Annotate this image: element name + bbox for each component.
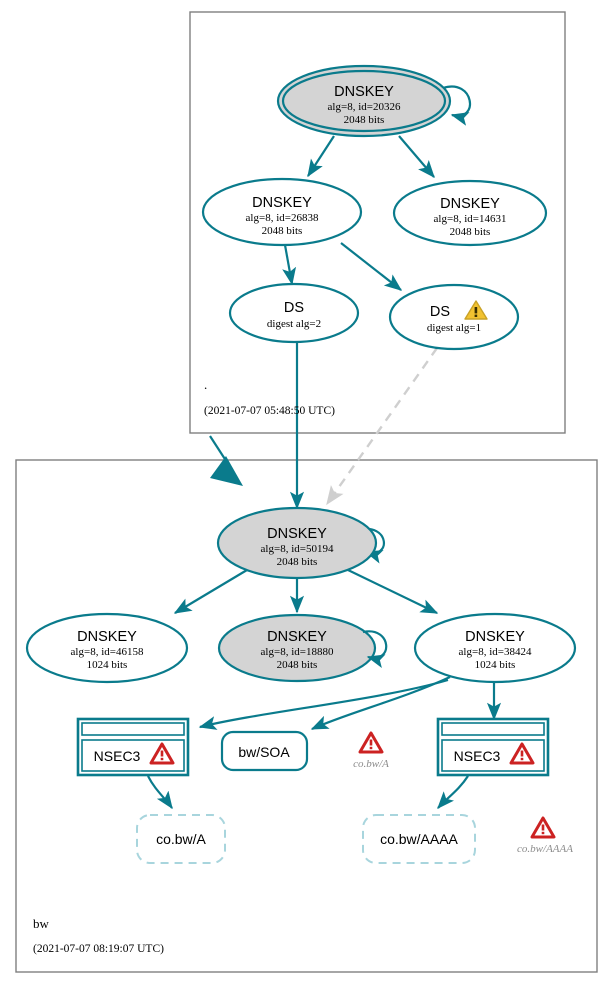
node-bw-key-18880-bits: 2048 bits bbox=[277, 659, 318, 671]
node-root-ksk-20326[interactable]: DNSKEY alg=8, id=20326 2048 bits bbox=[276, 64, 452, 138]
node-bw-key-18880-ellipse bbox=[217, 613, 377, 683]
edge-root-ksk-to-26838 bbox=[307, 135, 335, 178]
node-bw-soa[interactable]: bw/SOA bbox=[220, 730, 309, 772]
edge-26838-to-ds-alg1 bbox=[340, 242, 403, 291]
zone-label-root-timestamp: (2021-07-07 05:48:50 UTC) bbox=[204, 405, 335, 417]
node-bw-key-38424-ellipse bbox=[413, 612, 577, 684]
node-nsec3-left[interactable]: NSEC3 bbox=[76, 717, 190, 777]
zone-label-bw-name: bw bbox=[33, 916, 50, 931]
node-cobw-a-box bbox=[136, 814, 226, 864]
node-cobw-aaaa-box bbox=[362, 814, 476, 864]
edge-bw-key-18880-selfsign bbox=[362, 630, 388, 669]
edge-bw-ksk-to-38424 bbox=[347, 569, 439, 614]
edge-nsec3-left-to-cobw-a bbox=[147, 775, 173, 810]
node-bw-key-38424-bits: 1024 bits bbox=[475, 659, 516, 671]
edge-ds-alg1-to-bw-ksk-insecure bbox=[326, 347, 438, 506]
node-ds-alg2-title: DS bbox=[284, 300, 304, 316]
node-root-zsk-26838-ellipse bbox=[201, 177, 363, 247]
edge-root-ksk-selfsign bbox=[442, 85, 472, 126]
error-marker-cobw-a: co.bw/A bbox=[353, 731, 389, 770]
edge-root-ksk-to-14631 bbox=[398, 135, 435, 179]
node-bw-key-46158[interactable]: DNSKEY alg=8, id=46158 1024 bits bbox=[25, 612, 189, 684]
node-root-zsk-14631-title: DNSKEY bbox=[440, 196, 500, 212]
edge-26838-to-ds-alg2 bbox=[282, 244, 297, 286]
zone-label-bw-timestamp: (2021-07-07 08:19:07 UTC) bbox=[33, 943, 164, 955]
zone-label-root-name: . bbox=[204, 377, 207, 392]
node-root-ksk-inner-ellipse bbox=[281, 69, 447, 133]
node-cobw-aaaa[interactable]: co.bw/AAAA bbox=[362, 814, 476, 864]
node-bw-soa-box bbox=[220, 730, 309, 772]
node-bw-soa-title: bw/SOA bbox=[238, 744, 290, 760]
node-root-zsk-26838-alg: alg=8, id=26838 bbox=[246, 212, 319, 224]
node-bw-key-18880[interactable]: DNSKEY alg=8, id=18880 2048 bits bbox=[217, 613, 377, 683]
warning-triangle-icon bbox=[464, 300, 488, 320]
node-root-zsk-14631-ellipse bbox=[392, 179, 548, 247]
node-root-ksk-bits: 2048 bits bbox=[344, 114, 385, 126]
node-ds-alg1-digest: digest alg=1 bbox=[427, 322, 481, 334]
node-ds-alg2-ellipse bbox=[228, 282, 360, 344]
edge-nsec3-right-to-cobw-aaaa bbox=[437, 775, 469, 809]
node-root-ksk-title: DNSKEY bbox=[334, 84, 394, 100]
node-bw-key-46158-title: DNSKEY bbox=[77, 629, 137, 645]
edge-bw-ksk-to-46158 bbox=[173, 569, 248, 614]
node-cobw-a[interactable]: co.bw/A bbox=[136, 814, 226, 864]
node-nsec3-right[interactable]: NSEC3 bbox=[436, 717, 550, 777]
node-bw-key-18880-title: DNSKEY bbox=[267, 629, 327, 645]
node-bw-key-46158-ellipse bbox=[25, 612, 189, 684]
node-ds-alg1-title: DS bbox=[430, 304, 450, 320]
edge-38424-to-bw-soa bbox=[310, 676, 451, 731]
node-bw-ksk-50194[interactable]: DNSKEY alg=8, id=50194 2048 bits bbox=[216, 506, 378, 580]
node-cobw-aaaa-title: co.bw/AAAA bbox=[380, 831, 458, 847]
node-bw-ksk-50194-bits: 2048 bits bbox=[277, 556, 318, 568]
edge-zone-delegation-arrowhead bbox=[210, 456, 243, 486]
node-bw-ksk-50194-alg: alg=8, id=50194 bbox=[261, 543, 334, 555]
error-triangle-icon bbox=[149, 742, 175, 765]
zone-box-bw bbox=[15, 459, 598, 973]
node-ds-alg2-digest: digest alg=2 bbox=[267, 318, 321, 330]
node-nsec3-right-title: NSEC3 bbox=[454, 748, 501, 764]
node-root-zsk-26838-bits: 2048 bits bbox=[262, 225, 303, 237]
node-bw-ksk-50194-ellipse bbox=[216, 506, 378, 580]
node-root-ksk-alg: alg=8, id=20326 bbox=[328, 101, 401, 113]
error-triangle-icon bbox=[509, 742, 535, 765]
node-nsec3-right-header-cell bbox=[441, 722, 545, 736]
node-root-zsk-14631-bits: 2048 bits bbox=[450, 226, 491, 238]
node-cobw-a-title: co.bw/A bbox=[156, 831, 206, 847]
node-bw-ksk-50194-title: DNSKEY bbox=[267, 526, 327, 542]
error-triangle-icon bbox=[530, 816, 556, 839]
edge-38424-to-nsec3-left bbox=[198, 678, 449, 730]
node-root-zsk-14631[interactable]: DNSKEY alg=8, id=14631 2048 bits bbox=[392, 179, 548, 247]
node-bw-key-46158-alg: alg=8, id=46158 bbox=[71, 646, 144, 658]
node-bw-key-38424-title: DNSKEY bbox=[465, 629, 525, 645]
node-bw-key-18880-alg: alg=8, id=18880 bbox=[261, 646, 334, 658]
node-ds-digest-alg1[interactable]: DS digest alg=1 bbox=[388, 283, 520, 351]
error-marker-cobw-aaaa: co.bw/AAAA bbox=[517, 816, 573, 855]
node-nsec3-left-header-cell bbox=[81, 722, 185, 736]
error-marker-cobw-aaaa-label: co.bw/AAAA bbox=[517, 843, 573, 855]
node-nsec3-right-body-cell bbox=[441, 739, 545, 772]
node-root-zsk-14631-alg: alg=8, id=14631 bbox=[434, 213, 507, 225]
node-nsec3-left-title: NSEC3 bbox=[94, 748, 141, 764]
error-triangle-icon bbox=[358, 731, 384, 754]
node-ds-alg1-ellipse bbox=[388, 283, 520, 351]
node-root-zsk-26838-title: DNSKEY bbox=[252, 195, 312, 211]
error-marker-cobw-a-label: co.bw/A bbox=[353, 758, 389, 770]
node-bw-key-46158-bits: 1024 bits bbox=[87, 659, 128, 671]
node-ds-digest-alg2[interactable]: DS digest alg=2 bbox=[228, 282, 360, 344]
node-bw-key-38424-alg: alg=8, id=38424 bbox=[459, 646, 532, 658]
node-root-zsk-26838[interactable]: DNSKEY alg=8, id=26838 2048 bits bbox=[201, 177, 363, 247]
node-bw-key-38424[interactable]: DNSKEY alg=8, id=38424 1024 bits bbox=[413, 612, 577, 684]
